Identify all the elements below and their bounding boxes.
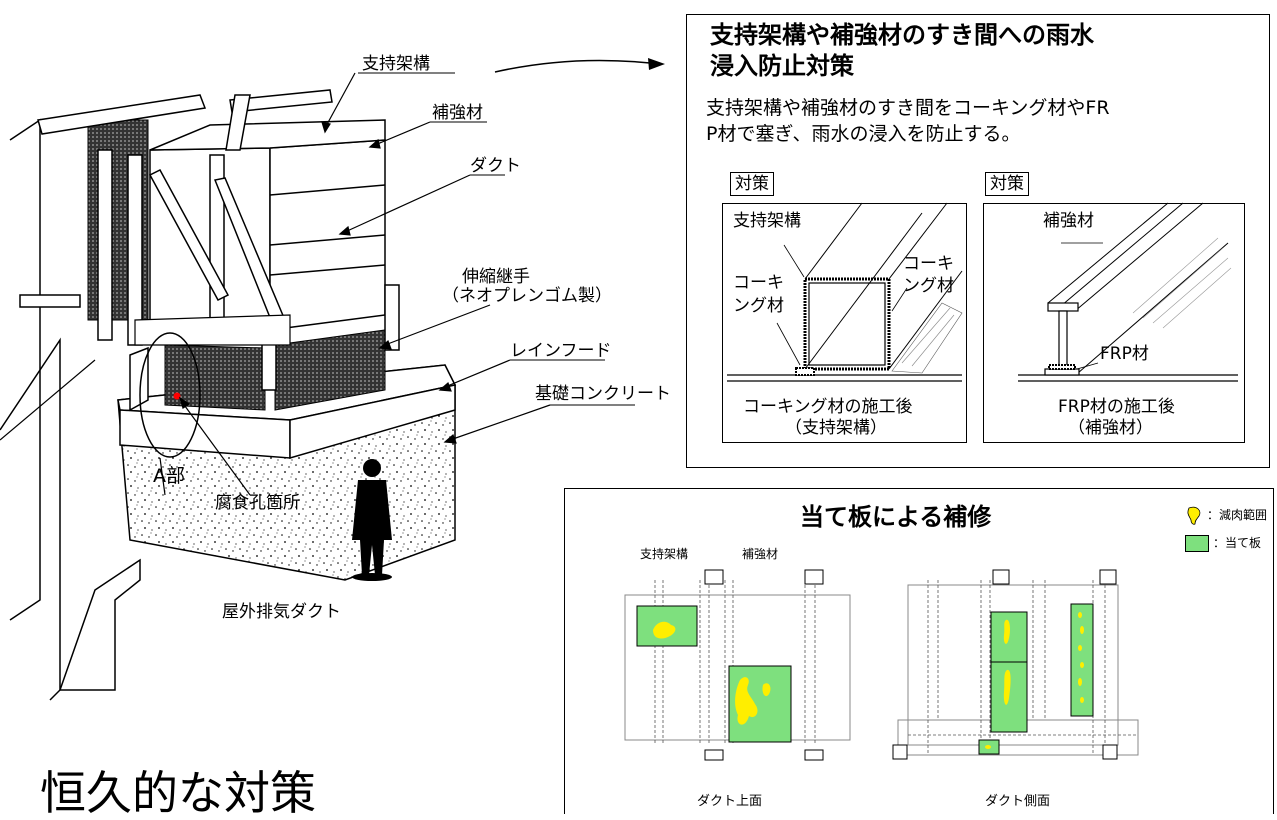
corrosion-point	[173, 392, 181, 400]
frp-caption-2: （補強材）	[1068, 418, 1153, 438]
caulking-caption-2: （支持架構）	[785, 418, 887, 438]
rainwater-box-title: 支持架構や補強材のすき間への雨水 浸入防止対策	[710, 20, 1250, 82]
caulking-drawing	[727, 202, 963, 382]
label-rain-hood: レインフード	[510, 341, 612, 361]
label-reinforcement: 補強材	[432, 103, 483, 123]
label-top-support: 支持架構	[640, 547, 689, 561]
page-title: 恒久的な対策	[40, 766, 316, 820]
label-caulk-right-2: ング材	[903, 276, 954, 296]
person-silhouette	[352, 459, 392, 581]
frp-drawing	[1018, 202, 1238, 382]
right-panel-tag: 対策	[985, 172, 1029, 197]
label-part-a: A部	[153, 465, 185, 487]
desc-line-1: 支持架構や補強材のすき間をコーキング材やFR	[706, 97, 1110, 119]
duct-top-view	[624, 569, 851, 761]
frp-caption-1: FRP材の施工後	[1058, 397, 1175, 417]
legend-patch: ：当て板	[1185, 535, 1261, 552]
label-frp: FRP材	[1100, 344, 1149, 364]
label-reinforcement-detail: 補強材	[1043, 211, 1094, 231]
label-duct: ダクト	[470, 156, 521, 176]
label-expansion-joint-1: 伸縮継手	[462, 267, 530, 287]
patch-repair-title: 当て板による補修	[800, 503, 992, 531]
label-caulk-right-1: コーキ	[903, 254, 954, 274]
duct-3d-diagram	[0, 58, 665, 701]
side-view-caption: ダクト側面	[985, 794, 1051, 809]
label-foundation: 基礎コンクリート	[535, 384, 671, 404]
label-expansion-joint-2: （ネオプレンゴム製）	[442, 286, 612, 306]
frp-panel	[983, 203, 1245, 443]
label-support-frame: 支持架構	[362, 54, 430, 74]
caulking-caption-1: コーキング材の施工後	[743, 397, 913, 417]
left-panel-tag: 対策	[730, 172, 774, 197]
label-top-reinforcement: 補強材	[742, 547, 779, 561]
title-line-1: 支持架構や補強材のすき間への雨水	[710, 21, 1094, 49]
duct-side-view	[892, 569, 1139, 760]
rainwater-box-description: 支持架構や補強材のすき間をコーキング材やFR P材で塞ぎ、雨水の浸入を防止する。	[706, 96, 1266, 147]
label-corrosion-hole: 腐食孔箇所	[215, 493, 300, 513]
label-support-frame-detail: 支持架構	[733, 211, 801, 231]
label-caulk-left-2: ング材	[733, 296, 784, 316]
desc-line-2: P材で塞ぎ、雨水の浸入を防止する。	[706, 122, 1021, 145]
top-view-caption: ダクト上面	[697, 794, 763, 809]
title-line-2: 浸入防止対策	[710, 52, 854, 81]
legend-thinning: ：減肉範囲	[1185, 506, 1267, 526]
patch-repair-box	[564, 488, 1274, 814]
diagram-caption: 屋外排気ダクト	[222, 602, 341, 622]
label-caulk-left-1: コーキ	[733, 273, 784, 293]
